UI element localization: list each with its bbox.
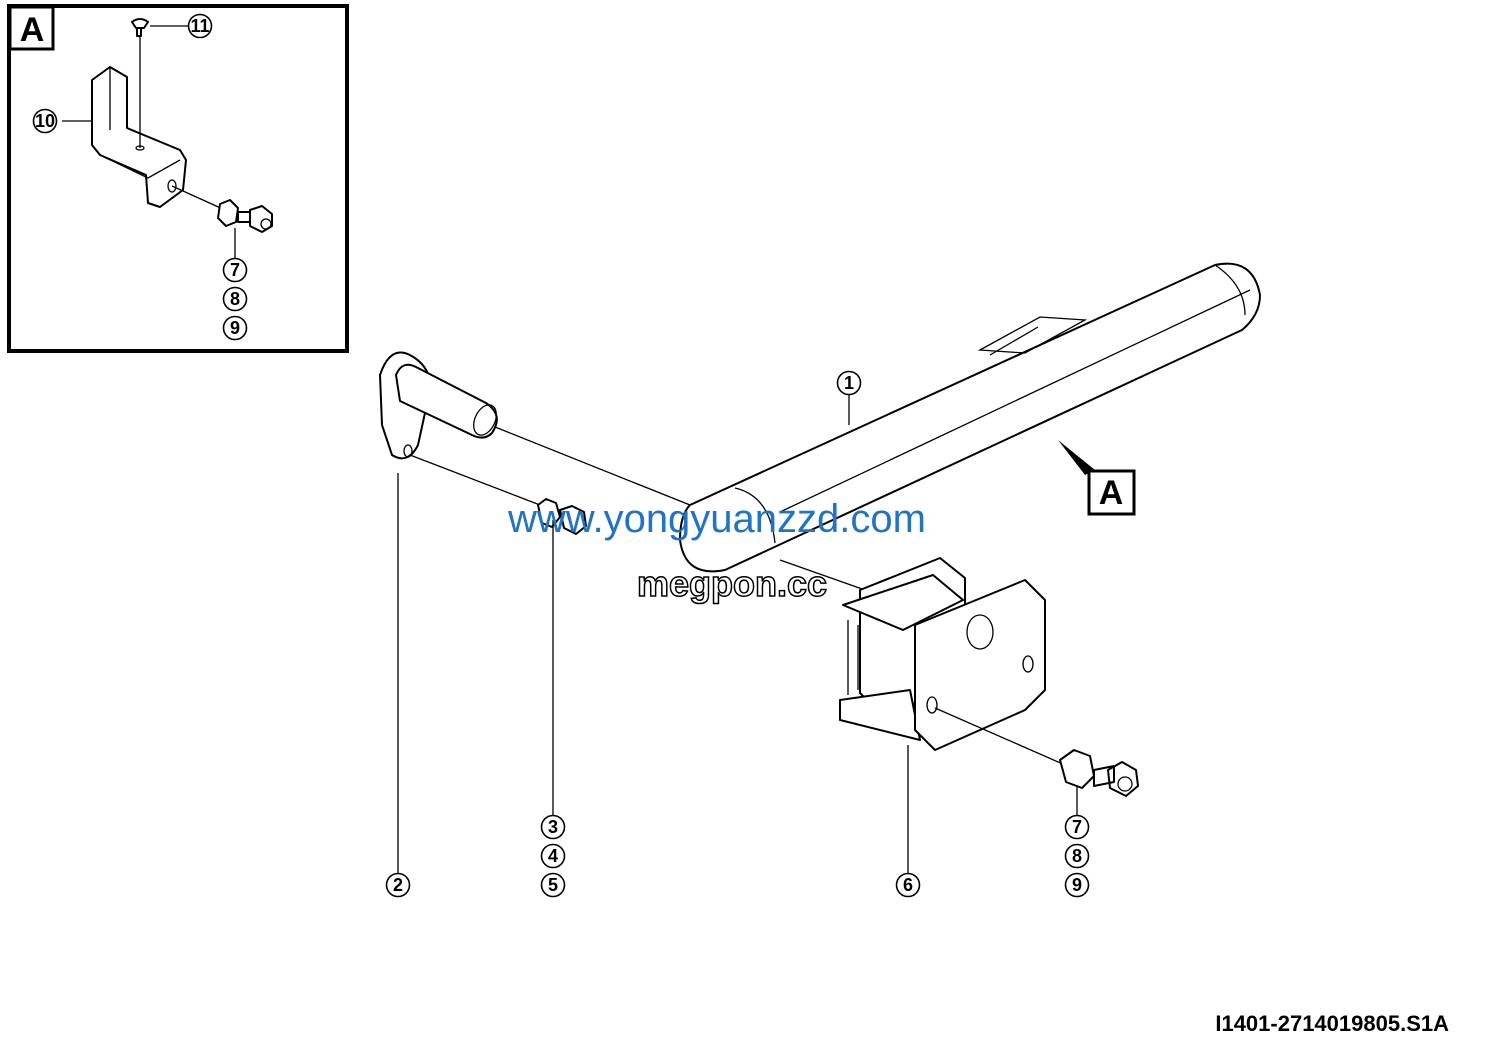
watermark-yongyuanzzd: www.yongyuanzzd.com <box>507 497 926 541</box>
svg-text:7: 7 <box>1072 817 1082 837</box>
callout-3[interactable]: 3 <box>540 814 566 840</box>
svg-text:3: 3 <box>548 817 558 837</box>
svg-text:1: 1 <box>844 373 854 393</box>
small-bolt <box>537 498 587 535</box>
drawing-code: I1401-2714019805.S1A <box>1215 1011 1449 1036</box>
inset-label: A <box>20 11 45 49</box>
callout-8[interactable]: 8 <box>222 286 248 312</box>
clip-part <box>131 18 149 37</box>
callout-10[interactable]: 10 <box>32 108 58 134</box>
callout-5[interactable]: 5 <box>540 872 566 898</box>
svg-text:6: 6 <box>903 875 913 895</box>
bracket-part <box>91 66 187 208</box>
tube-part <box>679 262 1261 573</box>
callout-6[interactable]: 6 <box>895 872 921 898</box>
svg-text:11: 11 <box>190 16 209 36</box>
svg-text:9: 9 <box>1072 875 1082 895</box>
svg-text:9: 9 <box>230 318 240 338</box>
callout-7[interactable]: 7 <box>222 257 248 283</box>
bolt-nut <box>217 199 273 233</box>
bracket-6 <box>839 557 1046 751</box>
large-bolt <box>1059 749 1139 797</box>
callout-2[interactable]: 2 <box>385 872 411 898</box>
callout-9[interactable]: 9 <box>222 315 248 341</box>
svg-text:8: 8 <box>230 289 240 309</box>
callout-11[interactable]: 11 <box>187 13 213 39</box>
callout-8[interactable]: 8 <box>1064 843 1090 869</box>
svg-text:5: 5 <box>548 875 558 895</box>
pin-part <box>379 351 498 460</box>
view-a-marker: A <box>1087 469 1136 516</box>
watermark-megpon: megpon.cc <box>637 563 827 604</box>
callout-4[interactable]: 4 <box>540 843 566 869</box>
callout-7[interactable]: 7 <box>1064 814 1090 840</box>
callout-9[interactable]: 9 <box>1064 872 1090 898</box>
svg-text:4: 4 <box>548 846 558 866</box>
svg-text:10: 10 <box>35 111 55 131</box>
callout-1[interactable]: 1 <box>836 370 862 396</box>
inset-detail-a: A <box>7 4 349 353</box>
svg-text:8: 8 <box>1072 846 1082 866</box>
svg-text:A: A <box>1099 474 1124 512</box>
svg-text:7: 7 <box>230 260 240 280</box>
svg-text:2: 2 <box>393 875 403 895</box>
